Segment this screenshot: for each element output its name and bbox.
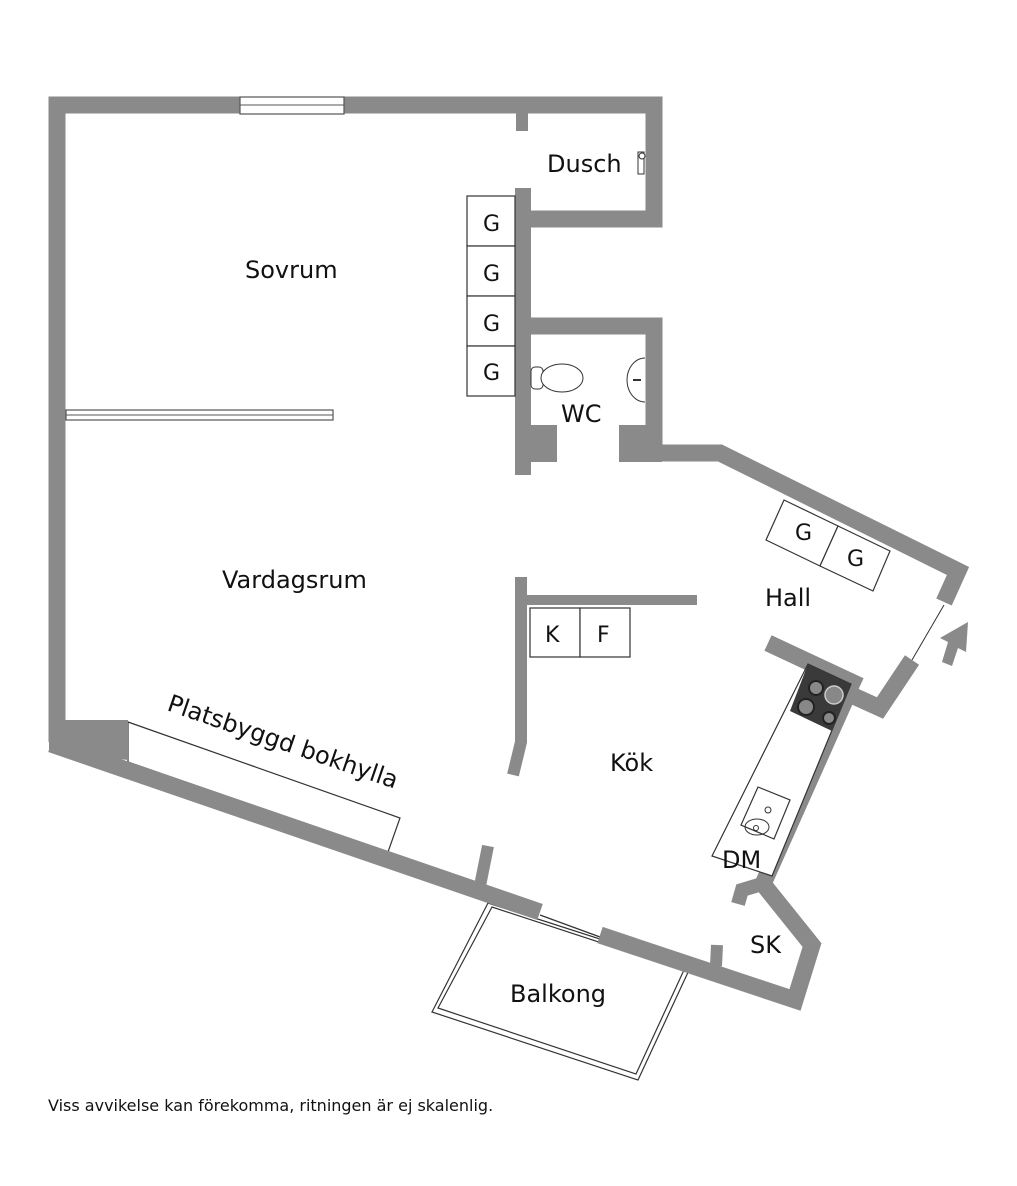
wardrobe-label: G — [483, 312, 500, 337]
sink-icon — [740, 786, 791, 840]
stove-icon — [790, 664, 851, 731]
entrance-arrow-icon — [940, 622, 968, 666]
room-label-kok: Kök — [610, 749, 653, 777]
room-label-vardagsrum: Vardagsrum — [222, 566, 367, 594]
walls — [48, 96, 970, 1011]
freezer-label: F — [597, 623, 610, 648]
room-label-sovrum: Sovrum — [245, 256, 338, 284]
wardrobe-label: G — [847, 547, 864, 572]
wardrobe-label: G — [483, 212, 500, 237]
wardrobe-label: G — [483, 361, 500, 386]
washbasin-icon — [626, 357, 646, 403]
shower-icon — [637, 151, 646, 175]
wardrobes-bedroom — [466, 195, 516, 397]
label-dm: DM — [722, 846, 761, 874]
room-label-dusch: Dusch — [547, 150, 622, 178]
toilet-icon — [530, 363, 584, 393]
windows — [65, 96, 945, 661]
room-label-balkong: Balkong — [510, 980, 606, 1008]
fridge-label: K — [545, 623, 560, 648]
wardrobe-label: G — [483, 262, 500, 287]
wardrobes-hall — [765, 499, 891, 592]
room-label-hall: Hall — [765, 584, 811, 612]
fridge-freezer — [529, 607, 631, 658]
room-label-wc: WC — [561, 400, 602, 428]
room-label-sk: SK — [750, 931, 782, 959]
disclaimer-text: Viss avvikelse kan förekomma, ritningen … — [48, 1096, 494, 1115]
wardrobe-label: G — [795, 521, 812, 546]
